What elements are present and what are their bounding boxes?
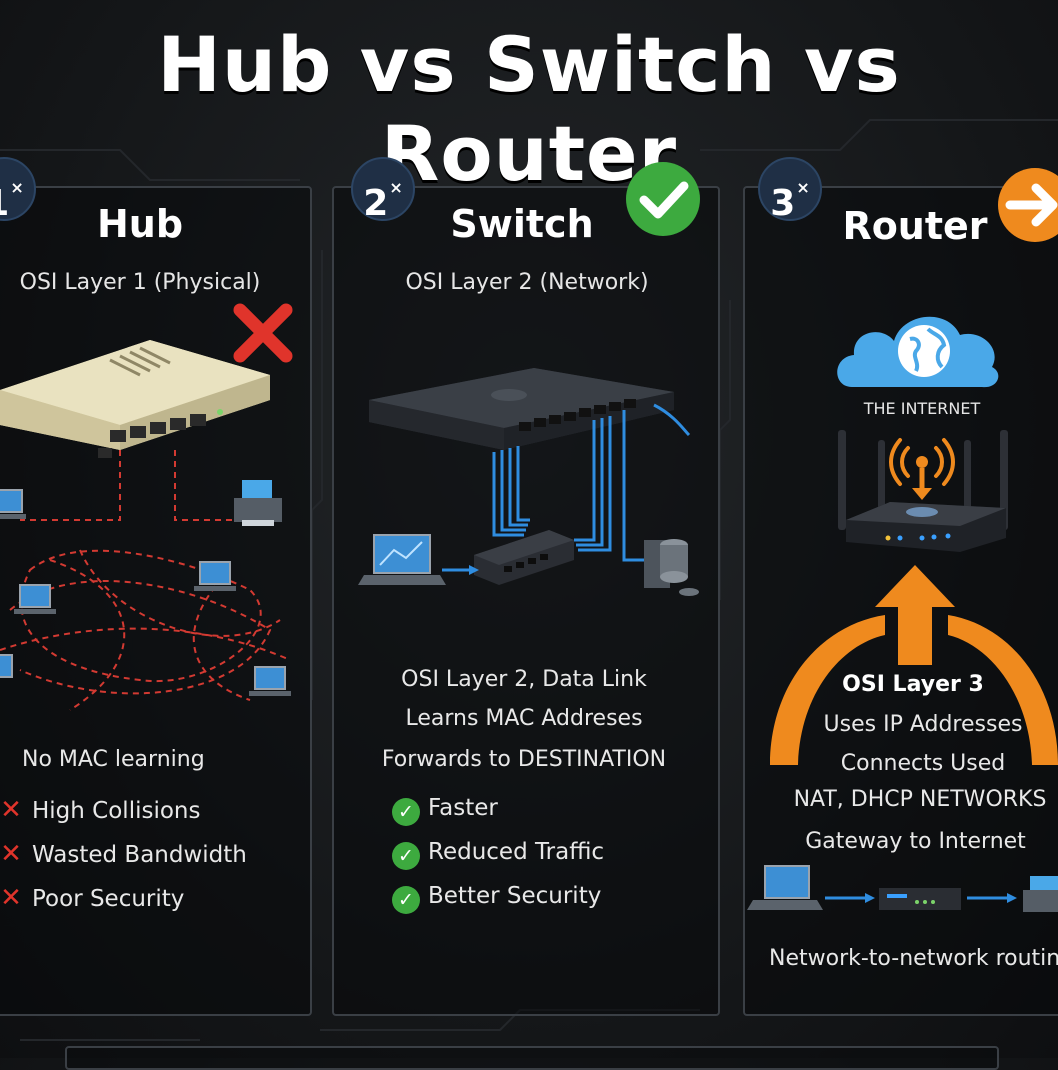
printer-icon [234, 480, 282, 526]
checkmark-icon: ✓ [392, 842, 420, 870]
hub-description: No MAC learning [22, 747, 205, 772]
server-icon [644, 539, 699, 596]
switch-list-item-1: ✓ Faster [392, 795, 498, 826]
switch-description-2: Learns MAC Addreses [405, 706, 643, 731]
router-description-4: Gateway to Internet [805, 829, 1026, 854]
router-heading: OSI Layer 3 [842, 672, 984, 697]
x-mark-icon: ✕ [0, 883, 22, 913]
router-footer: Network-to-network routing [769, 946, 1058, 971]
router-flow-illustration [747, 865, 1058, 912]
checkmark-icon: ✓ [392, 798, 420, 826]
hub-number: 1 [0, 183, 9, 224]
hub-title: Hub [96, 202, 184, 246]
arrow-right-icon [998, 168, 1058, 242]
x-mark-icon [233, 303, 293, 363]
cloud-globe-icon [837, 316, 999, 388]
internet-label: THE INTERNET [863, 399, 981, 418]
orange-flow-arrows [770, 565, 1058, 765]
laptop-icon [358, 534, 446, 585]
router-title: Router [842, 204, 988, 248]
switch-panel [332, 186, 720, 1016]
hub-list-item-3: ✕ Poor Security [0, 883, 184, 913]
hub-list-item-2: ✕ Wasted Bandwidth [0, 839, 247, 869]
small-switch-icon [474, 530, 574, 585]
checkmark-icon: ✓ [392, 886, 420, 914]
switch-list-item-2: ✓ Reduced Traffic [392, 839, 604, 870]
printer-icon [1023, 876, 1058, 912]
switch-title: Switch [450, 202, 594, 246]
badge-sup: × [10, 178, 24, 197]
switch-description-1: OSI Layer 2, Data Link [401, 667, 647, 692]
router-description-3: NAT, DHCP NETWORKS [793, 787, 1047, 812]
switch-list-text-3: Better Security [428, 883, 602, 909]
switch-list-text-2: Reduced Traffic [428, 839, 605, 865]
router-number-badge: 3× [758, 157, 822, 224]
switch-list-text-1: Faster [428, 795, 498, 821]
switch-description-3: Forwards to DESTINATION [381, 747, 667, 772]
router-number: 3 [770, 183, 796, 224]
page-title: Hub vs Switch vs Router [157, 20, 901, 198]
laptop-icon [0, 489, 286, 690]
bottom-bar [65, 1046, 999, 1070]
badge-sup: × [796, 178, 810, 197]
hub-list-item-1: ✕ High Collisions [0, 795, 200, 825]
hub-list-text-3: Poor Security [32, 886, 185, 912]
hub-list-text-2: Wasted Bandwidth [32, 842, 247, 868]
x-mark-icon: ✕ [0, 839, 22, 869]
hub-layer-label: OSI Layer 1 (Physical) [19, 270, 261, 295]
router-device-icon [838, 430, 1008, 552]
switch-device-icon [369, 368, 674, 450]
checkmark-icon [626, 162, 700, 236]
hub-list-text-1: High Collisions [32, 798, 201, 824]
x-mark-icon: ✕ [0, 795, 22, 825]
switch-network-illustration [358, 368, 699, 596]
switch-number-badge: 2× [351, 157, 415, 224]
badge-sup: × [389, 178, 403, 197]
modem-icon [879, 888, 961, 910]
laptop-icon [747, 865, 823, 910]
hub-network-illustration [0, 340, 291, 711]
switch-number: 2 [363, 183, 389, 224]
router-description-1: Uses IP Addresses [823, 712, 1023, 737]
router-description-2: Connects Used [840, 751, 1006, 776]
switch-list-item-3: ✓ Better Security [392, 883, 601, 914]
hub-device-icon [0, 340, 270, 458]
switch-layer-label: OSI Layer 2 (Network) [405, 270, 649, 295]
